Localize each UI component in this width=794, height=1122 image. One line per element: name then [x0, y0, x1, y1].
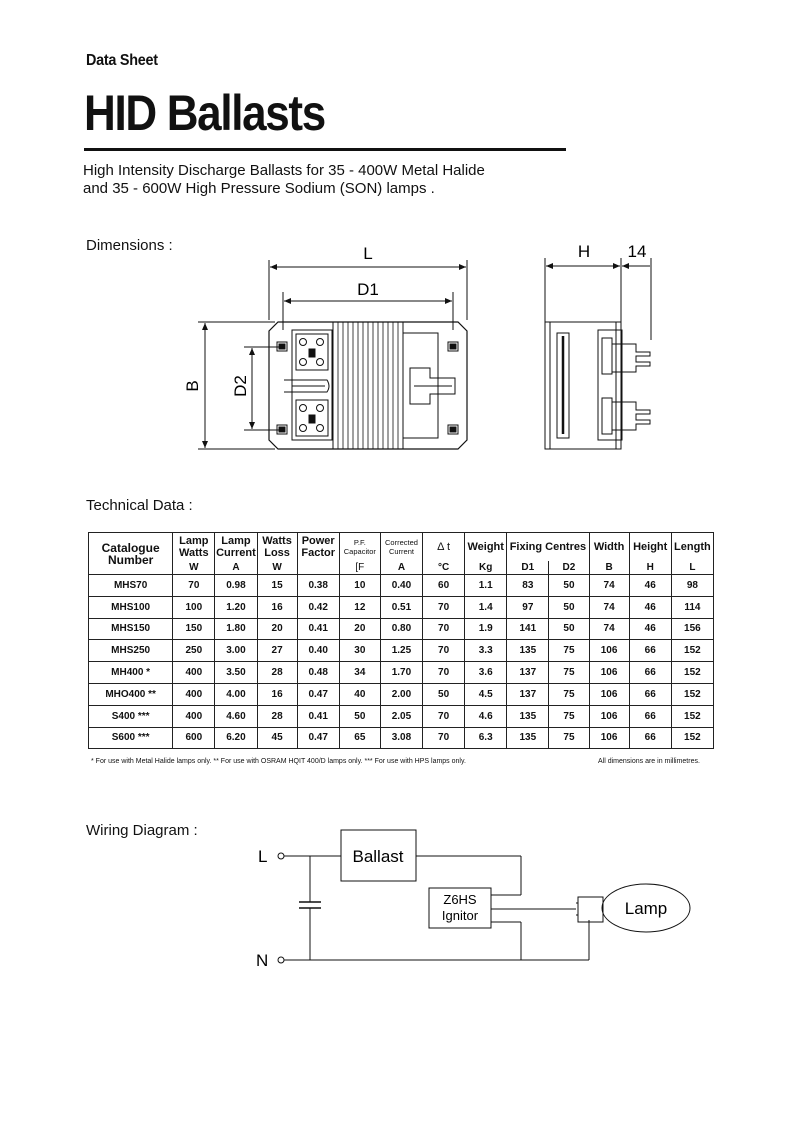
- table-cell: 45: [256, 726, 298, 750]
- technical-heading: Technical Data :: [86, 497, 193, 514]
- col-power-factor: Power Factor: [296, 532, 340, 561]
- ignitor-model-label: Z6HS: [443, 892, 477, 907]
- wiring-heading: Wiring Diagram :: [86, 822, 198, 839]
- table-cell: 66: [628, 726, 672, 750]
- dim-label-B: B: [183, 380, 202, 391]
- col-pf-capacitor: P.F. Capacitor: [338, 532, 381, 561]
- title-rule: [84, 148, 566, 151]
- terminal-N-label: N: [256, 951, 268, 970]
- page-subtitle: High Intensity Discharge Ballasts for 35…: [83, 162, 485, 198]
- table-cell: 106: [588, 639, 630, 663]
- ignitor-label: Ignitor: [442, 908, 479, 923]
- page-title: HID Ballasts: [84, 85, 326, 141]
- col-fixing-centres: Fixing Centres: [506, 532, 590, 561]
- col-lamp-current: Lamp Current: [214, 532, 258, 561]
- col-length: Length: [670, 532, 715, 561]
- table-cell: 152: [670, 661, 715, 684]
- subtitle-line-1: High Intensity Discharge Ballasts for 35…: [83, 162, 485, 179]
- table-cell: 20: [338, 617, 381, 641]
- dim-label-L: L: [363, 244, 372, 263]
- unit-watts-loss: W: [256, 560, 298, 575]
- col-width: Width: [588, 532, 630, 561]
- catalogue-number-cell: S600 ***: [87, 726, 174, 750]
- dimensions-side-view: [544, 258, 652, 450]
- dimensions-heading: Dimensions :: [86, 237, 173, 254]
- table-header-row: Catalogue Number Lamp Watts Lamp Current…: [87, 532, 715, 575]
- unit-length: L: [670, 560, 715, 575]
- subtitle-line-2: and 35 - 600W High Pressure Sodium (SON)…: [83, 180, 435, 197]
- footnote-lamp-types: * For use with Metal Halide lamps only. …: [91, 758, 466, 765]
- col-corrected-current: Corrected Current: [379, 532, 424, 561]
- table-cell: 152: [670, 639, 715, 663]
- col-weight: Weight: [464, 532, 508, 561]
- lamp-bulb: [601, 883, 691, 933]
- col-lamp-watts: Lamp Watts: [172, 532, 216, 561]
- table-cell: 106: [588, 726, 630, 750]
- col-catalogue: Catalogue Number: [87, 532, 174, 575]
- unit-width: B: [588, 560, 630, 575]
- lamp-holder: [577, 896, 604, 923]
- technical-data-table: Catalogue Number Lamp Watts Lamp Current…: [87, 532, 715, 750]
- terminal-L-label: L: [258, 847, 267, 866]
- table-cell: 75: [548, 726, 590, 750]
- dim-label-H: H: [578, 242, 590, 261]
- table-cell: 65: [338, 726, 381, 750]
- table-units-row: W A W [F A °C Kg D1 D2 B H L: [89, 560, 715, 575]
- unit-pf-capacitor: [F: [338, 560, 381, 575]
- dim-label-D1: D1: [357, 280, 379, 299]
- data-sheet-label: Data Sheet: [86, 52, 158, 69]
- dim-label-D2: D2: [231, 375, 250, 397]
- table-cell: 152: [670, 726, 715, 750]
- dim-label-14: 14: [628, 242, 647, 261]
- table-cell: 0.47: [296, 726, 340, 750]
- ignitor-box: [428, 887, 492, 929]
- footnote-units: All dimensions are in millimetres.: [598, 758, 700, 765]
- col-watts-loss: Watts Loss: [256, 532, 298, 561]
- lamp-label: Lamp: [625, 899, 668, 918]
- col-delta-t: Δ t: [422, 532, 466, 561]
- col-height: Height: [628, 532, 672, 561]
- ballast-label: Ballast: [352, 847, 403, 866]
- table-cell: 34: [338, 661, 381, 684]
